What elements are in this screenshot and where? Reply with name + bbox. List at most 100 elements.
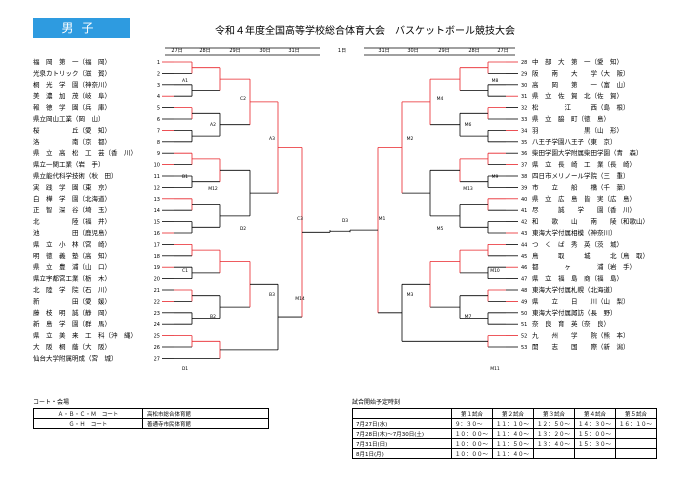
team-name-left: 報 徳 学 園（兵 庫） — [33, 103, 111, 112]
schedule-heading: 試合開始予定時刻 — [352, 399, 401, 406]
team-name-left: 洛 南（京 都） — [33, 137, 111, 146]
team-number: 6 — [157, 117, 160, 123]
day-label: 28日 — [468, 48, 479, 54]
day-label: 30日 — [407, 48, 418, 54]
team-number: 45 — [521, 254, 527, 260]
team-name-right: つ く ば 秀 英（茨 城） — [532, 239, 623, 248]
team-number: 31 — [521, 94, 527, 100]
team-number: 22 — [154, 299, 160, 305]
team-number: 27 — [154, 356, 160, 362]
team-number: 49 — [521, 299, 527, 305]
schedule-header: 第４試合 — [574, 408, 616, 419]
schedule-row: 7月31日(日) １０：００～ １１：５０～ １３：４０～ １５：３０～ — [352, 438, 657, 449]
match-label: M7 — [465, 314, 472, 320]
match-label: M8 — [492, 78, 499, 84]
match-label: D1 — [182, 366, 188, 372]
team-name-left: 光泉カトリック（滋 賀） — [33, 68, 111, 77]
venue-section: コート・会場 Ａ・Ｂ・Ｃ・Ｍ コート 高松市総合体育館 Ｇ・Ｈ コート 善通寺市… — [33, 397, 303, 429]
team-name-right: 東海大学付属相模（神奈川） — [532, 228, 617, 237]
division-badge: 男子 — [33, 18, 130, 38]
team-number: 47 — [521, 277, 527, 283]
venue-table: Ａ・Ｂ・Ｃ・Ｍ コート 高松市総合体育館 Ｇ・Ｈ コート 善通寺市民体育館 — [33, 408, 269, 429]
schedule-time — [615, 448, 657, 459]
venue-court: Ａ・Ｂ・Ｃ・Ｍ コート — [33, 408, 143, 419]
match-label: M6 — [465, 122, 472, 128]
day-label: 29日 — [438, 48, 449, 54]
team-name-left: 北 陸 学 院（石 川） — [33, 285, 111, 294]
team-number: 46 — [521, 265, 527, 271]
day-label: 27日 — [497, 48, 508, 54]
team-name-left: 県 立 美 来 工 科（沖 縄） — [33, 331, 137, 340]
team-number: 51 — [521, 322, 527, 328]
schedule-header: 第２試合 — [492, 408, 534, 419]
schedule-time: １１：４０～ — [492, 428, 534, 439]
team-name-right: 高 岡 第 一（富 山） — [532, 80, 630, 89]
venue-heading: コート・会場 — [33, 399, 70, 406]
team-number: 35 — [521, 140, 527, 146]
team-number: 30 — [521, 83, 527, 89]
team-name-left: 北 陸（福 井） — [33, 217, 111, 226]
team-number: 28 — [521, 60, 527, 66]
schedule-time: １１：１０～ — [492, 418, 534, 429]
team-number: 19 — [154, 265, 160, 271]
match-label: M12 — [208, 186, 218, 192]
team-number: 2 — [157, 71, 160, 77]
team-name-left: 県 立 高 松 工 芸（香 川） — [33, 148, 137, 157]
schedule-time: １３：４０～ — [533, 438, 575, 449]
match-label: B2 — [210, 314, 216, 320]
schedule-time: １０：００～ — [451, 438, 493, 449]
team-name-right: 奈 良 育 英（奈 良） — [532, 319, 610, 328]
team-name-right: 鳥 取 城 北（鳥 取） — [532, 251, 649, 260]
team-number: 29 — [521, 71, 527, 77]
match-label: M9 — [492, 174, 499, 180]
team-name-left: 白 樺 学 園（北海道） — [33, 194, 111, 203]
match-label: C2 — [240, 96, 246, 102]
match-label: M1 — [379, 216, 386, 222]
team-name-right: 八王子学園八王子（東 京） — [532, 137, 617, 146]
team-name-left: 桐 光 学 園（神奈川） — [33, 80, 111, 89]
day-label: 27日 — [171, 48, 182, 54]
team-number: 41 — [521, 208, 527, 214]
team-name-left: 仙台大学附属明成（宮 城） — [33, 353, 118, 362]
team-name-right: 尽 誠 学 園（香 川） — [532, 205, 636, 214]
schedule-row: 7月27日(水) ９：３０～ １１：１０～ １２：５０～ １４：３０～ １６：１… — [352, 418, 657, 429]
team-number: 11 — [154, 174, 160, 180]
team-number: 44 — [521, 242, 527, 248]
schedule-time: １６：１０～ — [615, 418, 657, 429]
day-label: 31日 — [378, 48, 389, 54]
match-label: M14 — [295, 296, 305, 302]
team-number: 50 — [521, 311, 527, 317]
team-name-right: 阪 南 大 学（大 阪） — [532, 68, 630, 77]
team-number: 34 — [521, 128, 527, 134]
schedule-date: 7月28日(木)～7月30日(土) — [352, 428, 452, 439]
team-name-right: 中 部 大 第 一（愛 知） — [532, 57, 623, 66]
match-label: A2 — [210, 122, 216, 128]
match-label: M4 — [437, 96, 444, 102]
team-name-left: 県立岡山工業（岡 山） — [33, 114, 105, 123]
schedule-time: １３：２０～ — [533, 428, 575, 439]
team-number: 36 — [521, 151, 527, 157]
team-number: 12 — [154, 185, 160, 191]
schedule-time: １１：５０～ — [492, 438, 534, 449]
day-label: 1日 — [338, 48, 346, 54]
match-label: C1 — [182, 268, 188, 274]
team-name-right: 県 立 日 川（山 梨） — [532, 296, 630, 305]
venue-court: Ｇ・Ｈ コート — [33, 418, 143, 429]
schedule-time: １１：４０～ — [492, 448, 534, 459]
team-number: 7 — [157, 128, 160, 134]
team-number: 8 — [157, 140, 160, 146]
schedule-table: 第１試合 第２試合 第３試合 第４試合 第５試合 7月27日(水) ９：３０～ … — [352, 408, 657, 459]
team-name-left: 新 田（愛 媛） — [33, 296, 111, 305]
team-number: 17 — [154, 242, 160, 248]
team-number: 15 — [154, 220, 160, 226]
team-name-left: 県立能代科学技術（秋 田） — [33, 171, 118, 180]
schedule-date: 8月1日(月) — [352, 448, 452, 459]
team-name-right: 東海大学付属札幌（北海道） — [532, 285, 617, 294]
team-name-left: 大 阪 桐 蔭（大 阪） — [33, 342, 111, 351]
team-number: 16 — [154, 231, 160, 237]
team-name-left: 福 岡 第 一（福 岡） — [33, 57, 111, 66]
team-number: 32 — [521, 106, 527, 112]
schedule-section: 試合開始予定時刻 第１試合 第２試合 第３試合 第４試合 第５試合 7月27日(… — [352, 397, 657, 459]
team-name-left: 県 立 豊 浦（山 口） — [33, 262, 111, 271]
day-label: 31日 — [288, 48, 299, 54]
